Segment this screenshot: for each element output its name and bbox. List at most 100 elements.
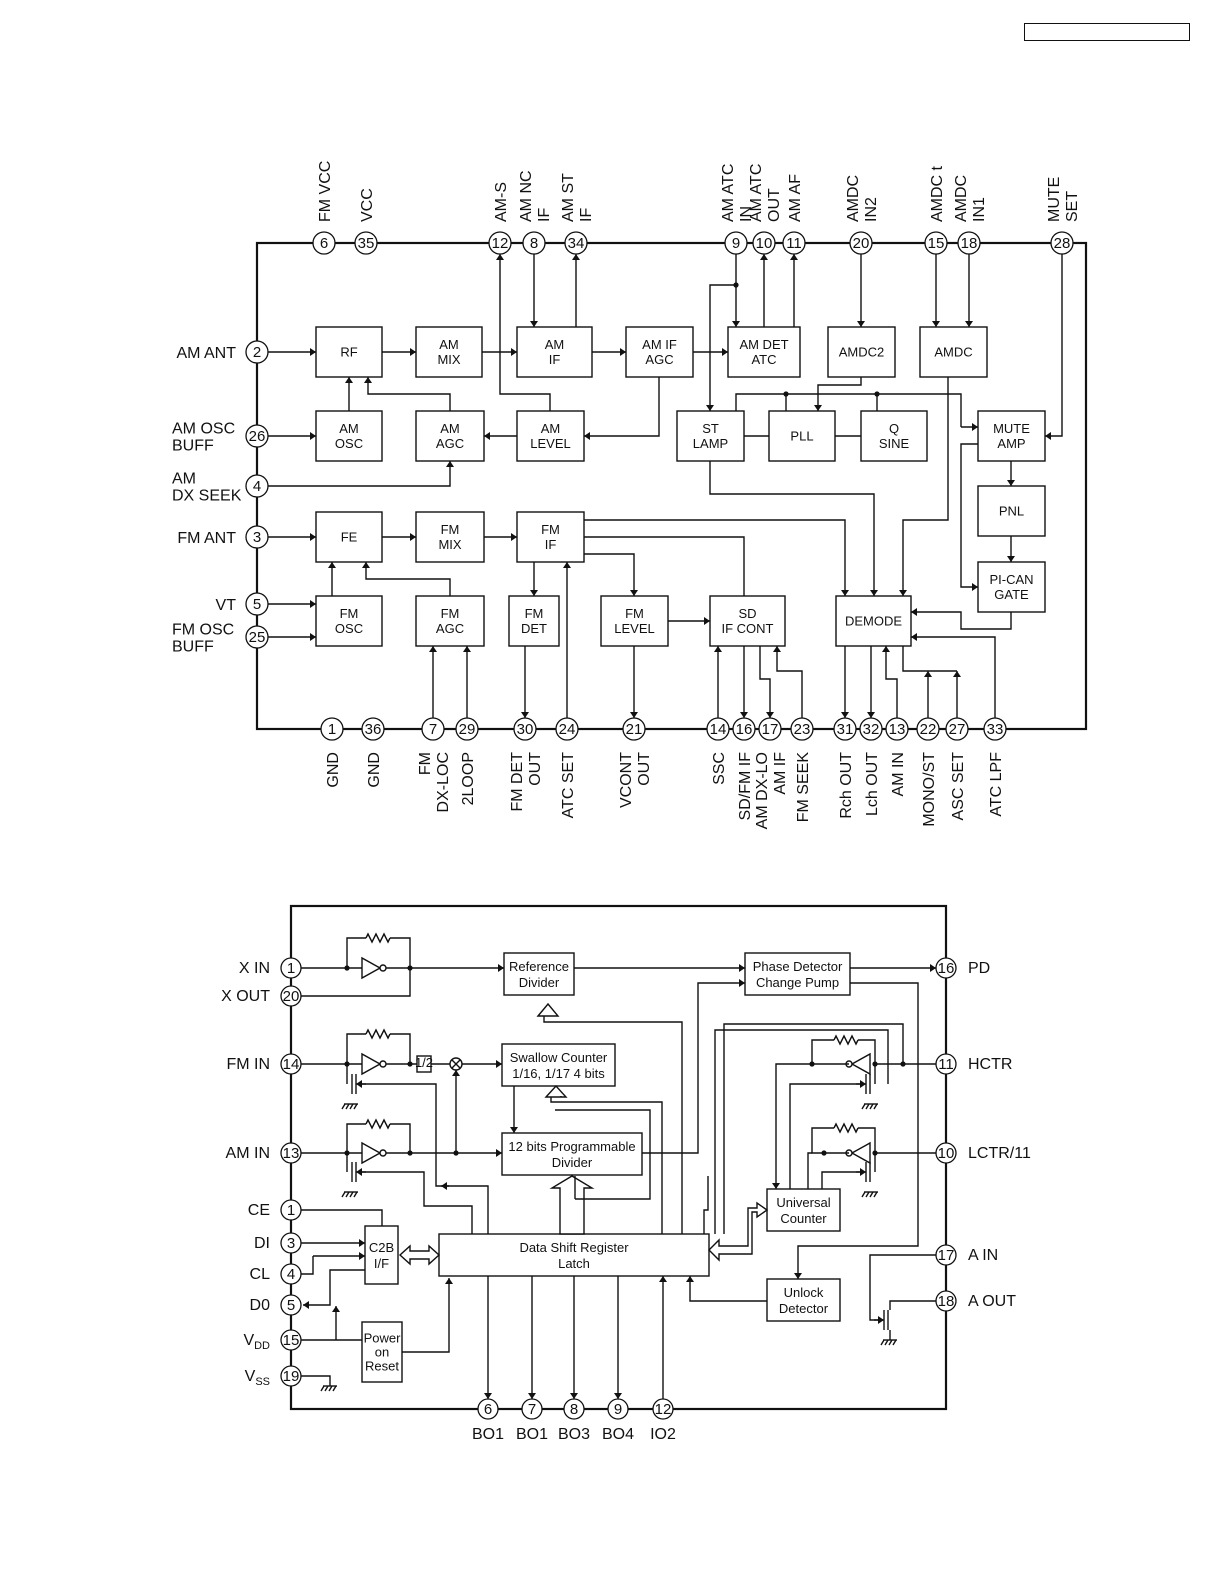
bottom-pin-30-number: 30 xyxy=(517,721,534,738)
ground-icon xyxy=(353,1103,358,1110)
block-am-if-agc-label: AGC xyxy=(645,352,673,367)
top-pin-label: FM VCC xyxy=(317,161,334,222)
am-agc-to-rf xyxy=(367,377,451,411)
por-to-latch xyxy=(402,1278,450,1353)
bottom-pin-label: SSC xyxy=(711,752,728,785)
bottom-pin-17-number: 17 xyxy=(762,721,779,738)
pin9-to-st-lamp-arrowhead xyxy=(706,405,714,411)
pll-left-pin-label: AM IN xyxy=(226,1145,270,1162)
block-fm-if-label: IF xyxy=(545,537,557,552)
pin18-to-amdc-arrowhead xyxy=(965,321,973,327)
pll-left-pin-5 xyxy=(280,1294,302,1316)
latch-to-bottom-pin-arrowhead xyxy=(614,1393,622,1399)
pll-bottom-pin-label: BO3 xyxy=(558,1426,590,1443)
pll-left-pin-15-number: 15 xyxy=(283,1332,300,1349)
left-pin-3-number: 3 xyxy=(253,529,261,546)
pll-right-pin-10-number: 10 xyxy=(938,1145,955,1162)
block-am-mix xyxy=(415,326,483,378)
block-st-lamp-label: ST xyxy=(702,421,719,436)
connector-line xyxy=(858,1039,876,1064)
block-demode xyxy=(835,595,912,647)
left-pin-2-number: 2 xyxy=(253,344,261,361)
c2b-to-d0 xyxy=(303,1269,365,1306)
block-reference-divider xyxy=(503,952,575,996)
resistor-icon xyxy=(365,1028,391,1040)
pll-right-pin-label: A OUT xyxy=(968,1293,1016,1310)
pll-bottom-pin-8-number: 8 xyxy=(570,1401,578,1418)
block-am-agc-label: AM xyxy=(440,421,460,436)
agc-to-am-det-arrowhead xyxy=(722,348,728,356)
top-pin-label: AM AF xyxy=(787,174,804,222)
block-fm-osc xyxy=(315,595,383,647)
block-unlock-detector-label: Detector xyxy=(779,1301,829,1316)
top-pin-label: SET xyxy=(1064,191,1081,222)
lctr-inverter-icon xyxy=(850,1141,871,1165)
block-q-sine-label: Q xyxy=(889,421,899,436)
pin13-to-demode-arrowhead xyxy=(882,646,890,652)
block-c2b-if xyxy=(364,1225,399,1285)
pll-left-pin-1-number: 1 xyxy=(287,960,295,977)
am-agc-to-rf-arrowhead xyxy=(364,377,372,383)
ground-icon xyxy=(884,1339,889,1346)
top-pin-35 xyxy=(354,231,378,255)
bottom-pin-label: FM DET xyxy=(509,752,526,812)
fm-ant-to-fe-arrowhead xyxy=(310,533,316,541)
transistor-icon xyxy=(878,1316,884,1324)
pll-bottom-pin-label: BO1 xyxy=(516,1426,548,1443)
block-fm-agc-label: FM xyxy=(441,606,460,621)
pin14-to-sd-arrowhead xyxy=(714,646,722,652)
ground-icon xyxy=(328,1385,333,1392)
hctr-to-counter-arrowhead xyxy=(772,1183,780,1189)
pican-to-demode-arrowhead xyxy=(911,608,917,616)
ground-icon xyxy=(888,1339,893,1346)
fe-to-fm-mix-arrowhead xyxy=(410,533,416,541)
block-swallow-counter-label: 1/16, 1/17 4 bits xyxy=(512,1066,605,1081)
top-pin-10-number: 10 xyxy=(756,235,773,252)
pll-right-pin-label: HCTR xyxy=(968,1056,1012,1073)
bottom-pin-22-number: 22 xyxy=(920,721,937,738)
connector-line xyxy=(789,1083,862,1189)
fm-if-to-det-arrowhead xyxy=(530,590,538,596)
bottom-pin-label: 2LOOP xyxy=(460,752,477,805)
phase-to-pd-arrowhead xyxy=(930,964,936,972)
block-sd-if-cont-label: SD xyxy=(738,606,756,621)
pll-bottom-pin-9-number: 9 xyxy=(614,1401,622,1418)
fm-osc-buff-arrowhead xyxy=(310,633,316,641)
top-pin-11-number: 11 xyxy=(786,235,802,252)
am-mix-to-am-if-arrowhead xyxy=(511,348,517,356)
block-am-mix-label: AM xyxy=(439,337,459,352)
connector-line xyxy=(360,1083,449,1187)
am-ant-to-rf-arrowhead xyxy=(310,348,316,356)
pll-right-pin-16-number: 16 xyxy=(938,960,955,977)
latch-to-am-enable-arrowhead xyxy=(441,1182,447,1190)
phase-to-unlock-arrowhead xyxy=(794,1273,802,1279)
transistor-icon xyxy=(356,1080,362,1088)
connector-line xyxy=(346,1123,366,1153)
block-am-mix-label: MIX xyxy=(437,352,460,367)
pll-bus xyxy=(735,393,962,427)
bottom-pin-24-number: 24 xyxy=(559,721,576,738)
vdd-to-d0-arrowhead xyxy=(332,1306,340,1312)
ground-icon xyxy=(861,1191,866,1198)
block-fm-det-label: DET xyxy=(521,621,547,636)
block-fm-mix-label: FM xyxy=(441,522,460,537)
bottom-pin-label: Lch OUT xyxy=(864,752,881,816)
top-pin-label: AM ST xyxy=(560,173,577,222)
block-fm-agc xyxy=(415,595,485,647)
block-swallow-counter-label: Swallow Counter xyxy=(510,1050,608,1065)
pin8-to-am-if-arrowhead xyxy=(530,321,538,327)
block-am-if xyxy=(516,326,593,378)
block-programmable-divider-label: 12 bits Programmable xyxy=(508,1139,635,1154)
ground-icon xyxy=(873,1103,878,1110)
connector-line xyxy=(775,1063,812,1189)
latch-to-bottom-pin-arrowhead xyxy=(528,1393,536,1399)
top-pin-20-number: 20 xyxy=(853,235,870,252)
bottom-pin-label: VCONT xyxy=(618,752,635,808)
amdc2-to-pll-arrowhead xyxy=(814,405,822,411)
block-am-agc-label: AGC xyxy=(436,436,464,451)
ref-to-phase-arrowhead xyxy=(739,964,745,972)
fm-agc-to-fe xyxy=(365,562,451,596)
block-demode-label: DEMODE xyxy=(845,614,902,629)
pin9-to-det-arrowhead xyxy=(732,321,740,327)
top-pin-8-number: 8 xyxy=(530,235,538,252)
